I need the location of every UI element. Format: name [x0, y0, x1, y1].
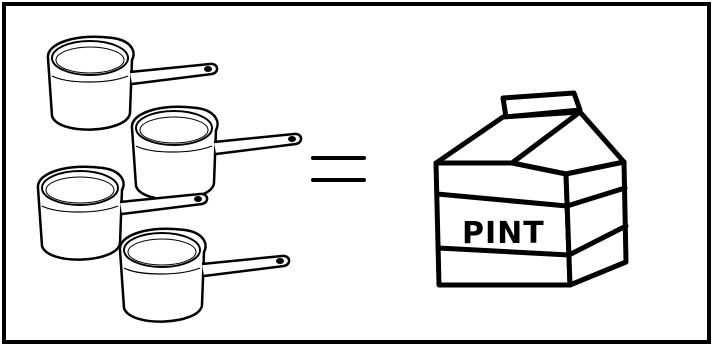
equals-sign-icon: [313, 158, 364, 180]
measuring-cup-icon: [132, 107, 301, 200]
carton-label: PINT: [462, 216, 545, 251]
measuring-cup-icon: [120, 229, 289, 322]
pint-carton-icon: [436, 93, 626, 285]
